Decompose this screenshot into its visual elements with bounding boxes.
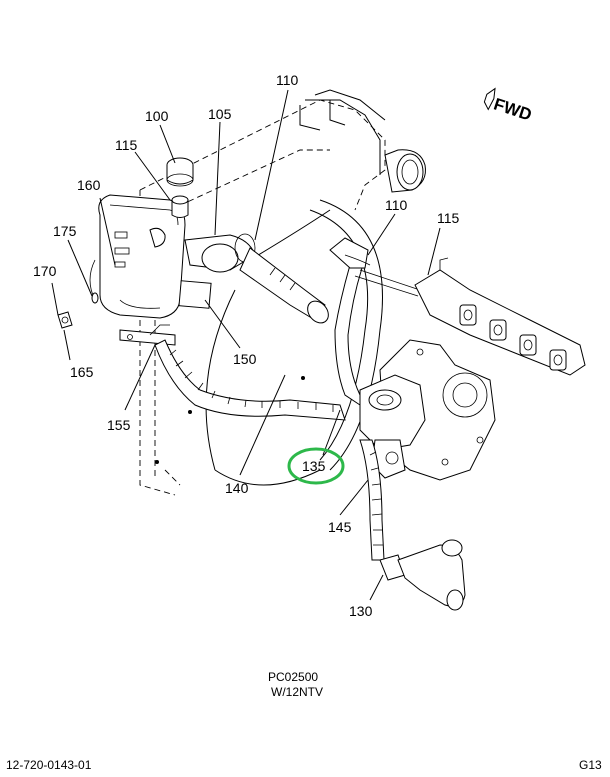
callout-170: 170 [33, 263, 57, 279]
callout-160: 160 [77, 177, 101, 193]
callout-115-left: 115 [115, 137, 138, 153]
callout-130: 130 [349, 603, 373, 619]
mounting-bracket [119, 324, 176, 346]
fan-shroud [155, 199, 383, 486]
callout-150: 150 [233, 351, 257, 367]
part-number: 12-720-0143-01 [6, 758, 92, 772]
surge-tank [89, 194, 186, 319]
callout-155: 155 [107, 417, 131, 433]
leader-lines [51, 89, 441, 601]
callout-145: 145 [328, 519, 352, 535]
forward-label: FWD [491, 95, 534, 125]
sheet-number: G13 [579, 758, 602, 772]
callout-110-top: 110 [276, 72, 299, 88]
callout-165: 165 [70, 364, 94, 380]
variant-label: W/12NTV [271, 685, 324, 699]
radiator-frame [139, 89, 386, 496]
callout-100: 100 [145, 108, 169, 124]
air-compressor [359, 374, 426, 479]
upper-hose [184, 233, 329, 324]
drawing-code: PC02500 [268, 670, 319, 684]
filler-neck [171, 195, 189, 218]
callout-110-right: 110 [385, 197, 408, 213]
callout-115-right: 115 [437, 210, 460, 226]
exhaust-manifold [414, 257, 586, 376]
radiator-outlet [384, 149, 426, 193]
shroud-bracket [178, 280, 212, 309]
highlight-circle [287, 447, 345, 485]
forward-indicator: FWD [483, 87, 534, 125]
elbow-fitting [379, 539, 466, 611]
callout-140: 140 [225, 480, 249, 496]
lower-corrugated-hose [154, 339, 346, 421]
callout-105: 105 [208, 106, 232, 122]
o-ring [91, 292, 99, 304]
callout-175: 175 [53, 223, 77, 239]
fitting [57, 311, 73, 329]
pressure-cap [166, 157, 194, 187]
callout-135: 135 [302, 458, 326, 474]
